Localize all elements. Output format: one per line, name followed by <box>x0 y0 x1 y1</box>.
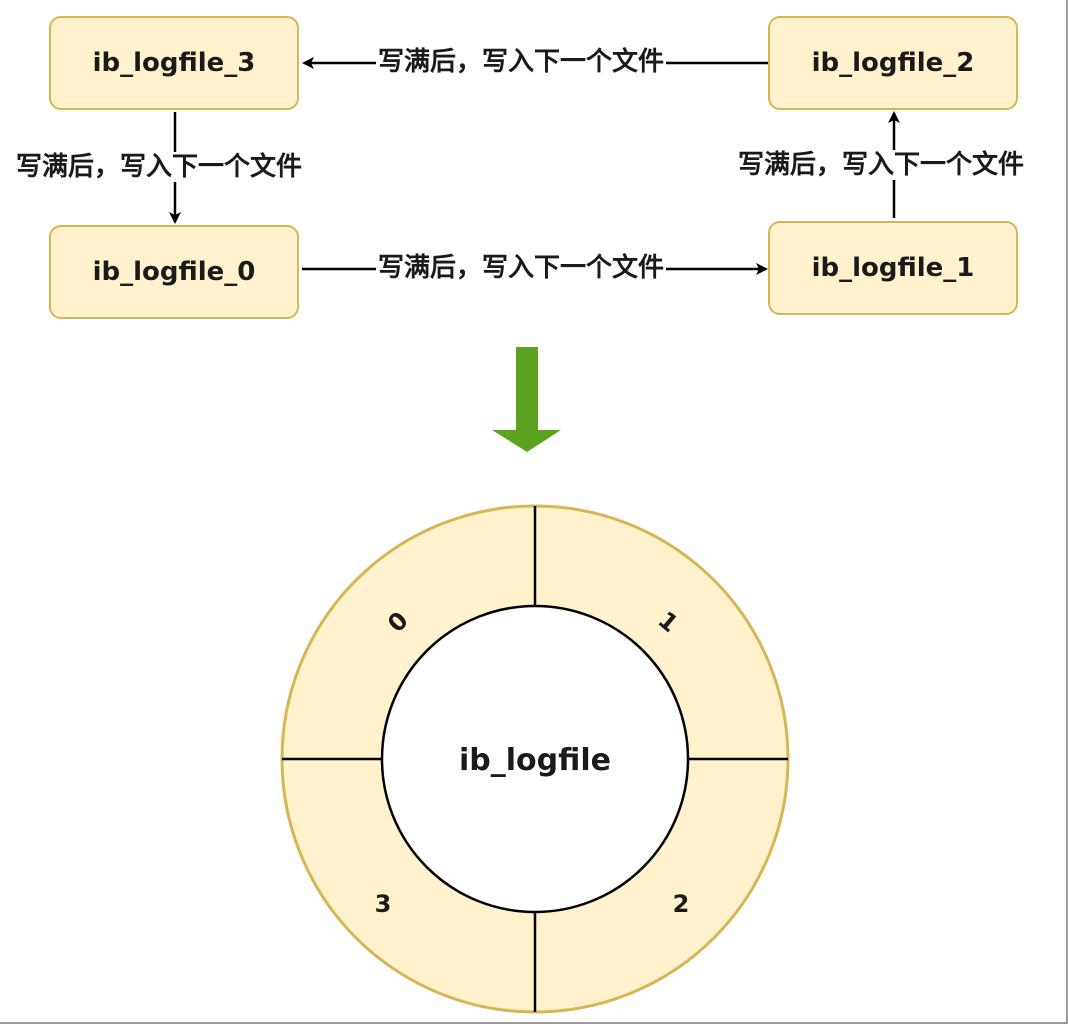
green-down-arrow-icon <box>492 347 561 452</box>
logfile-box-1: ib_logfile_1 <box>768 221 1018 315</box>
ring-center-label: ib_logfile <box>459 743 611 778</box>
edge-label-f0-f1: 写满后，写入下一个文件 <box>376 253 667 283</box>
edge-label-f2-f3: 写满后，写入下一个文件 <box>376 47 667 77</box>
logfile-box-0: ib_logfile_0 <box>49 225 299 319</box>
logfile-box-3: ib_logfile_3 <box>49 16 299 110</box>
ring-inner <box>380 604 690 914</box>
edge-label-f1-f2: 写满后，写入下一个文件 <box>736 150 1027 180</box>
logfile-box-2: ib_logfile_2 <box>768 16 1018 110</box>
ring-segment-2: 2 <box>673 890 690 918</box>
edge-label-f3-f0: 写满后，写入下一个文件 <box>14 152 305 182</box>
logfile-ring: ib_logfile 0 1 2 3 <box>280 504 790 1014</box>
ring-segment-3: 3 <box>375 890 392 918</box>
